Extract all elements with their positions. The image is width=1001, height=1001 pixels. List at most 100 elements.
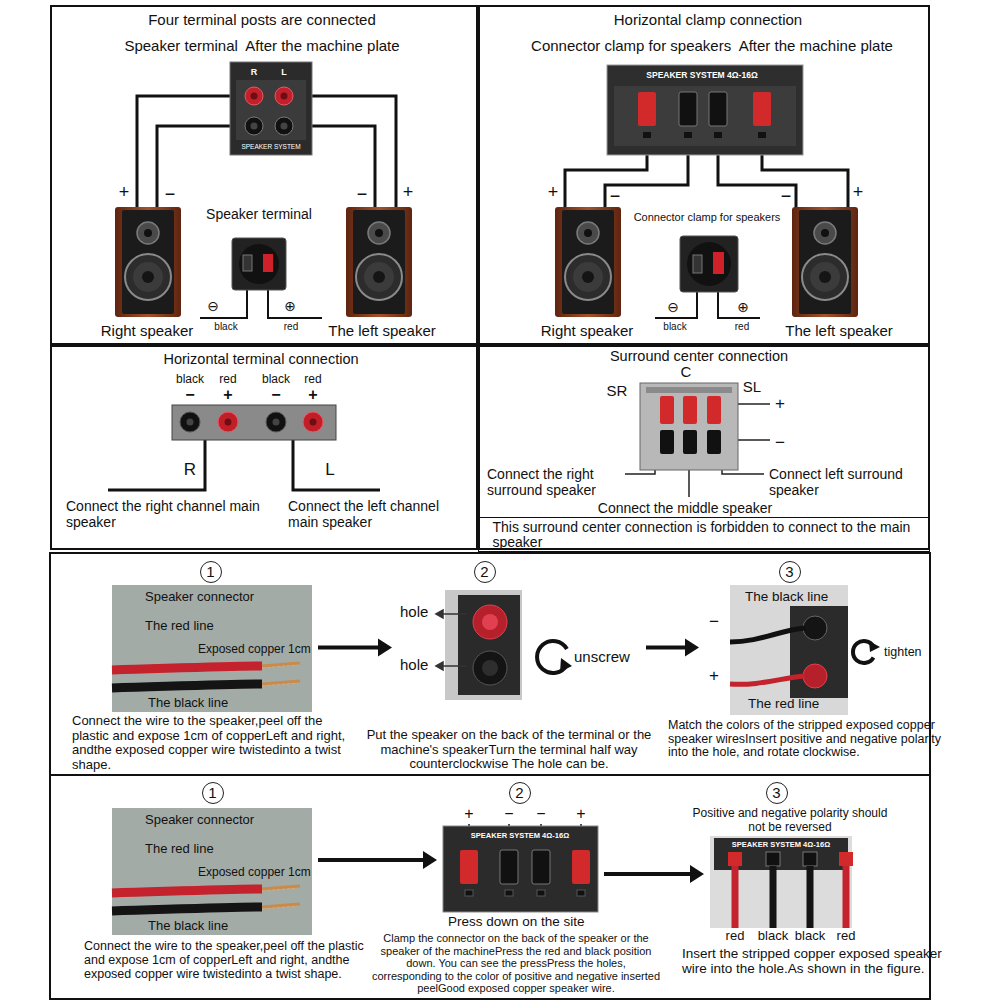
label: red — [219, 373, 236, 387]
wire-photo — [262, 683, 298, 686]
clamp-plate — [460, 850, 478, 884]
four-post-plate — [275, 87, 293, 105]
four-post-plate — [275, 117, 293, 135]
speaker-wire — [137, 96, 245, 208]
terminal-lead — [718, 292, 760, 318]
four-post-plate — [281, 93, 288, 100]
node-text: This surround center connection is forbi… — [493, 520, 918, 550]
clamp-plate — [607, 65, 803, 155]
label: black — [176, 373, 204, 387]
label: L — [325, 460, 334, 480]
rotate-icon — [869, 641, 880, 652]
label: SR — [607, 382, 628, 399]
clamp-terminal — [680, 236, 738, 292]
node-text: + — [576, 805, 585, 823]
flow-arrow — [646, 639, 699, 657]
label: R — [251, 67, 258, 77]
four-post-plate — [251, 123, 258, 130]
clamp-plate — [443, 826, 598, 912]
clamp-plate — [753, 92, 771, 126]
label: SPEAKER SYSTEM — [241, 143, 300, 150]
terminal-lead — [200, 290, 247, 318]
speaker-terminal — [232, 238, 286, 290]
callout-number: 3 — [785, 563, 793, 580]
label: red — [284, 321, 298, 333]
panel-title: Horizontal terminal connection — [163, 351, 358, 368]
speaker-cabinet — [346, 207, 412, 317]
rotate-icon — [560, 658, 572, 672]
surround-plate — [660, 430, 674, 454]
clamp-plate — [500, 850, 518, 884]
clamp-plate — [679, 92, 697, 126]
speaker-cabinet — [115, 207, 181, 317]
node-text: + — [464, 805, 473, 823]
node-text: + — [709, 666, 719, 686]
label: − — [775, 433, 785, 453]
label: red — [837, 929, 856, 944]
label: − — [610, 186, 621, 207]
label: + — [223, 386, 232, 404]
hole-pointer — [441, 665, 466, 667]
label: black — [795, 929, 825, 944]
terminal-lead — [268, 290, 322, 318]
clamp-plate — [577, 890, 585, 896]
label: Clamp the connector on the back of the s… — [372, 932, 660, 995]
wired-clamp-photo — [770, 866, 777, 928]
wired-terminal-photo — [803, 616, 827, 640]
channel-lead — [108, 440, 205, 490]
note-box: This surround center connection is forbi… — [478, 517, 930, 552]
horizontal-terminal-plate — [218, 412, 238, 432]
wired-clamp-photo — [732, 866, 739, 928]
label: Positive and negative polarity should no… — [690, 806, 890, 834]
binding-post-photo — [482, 614, 498, 630]
label: Match the colors of the stripped exposed… — [668, 719, 958, 760]
binding-post-photo — [482, 660, 498, 676]
horizontal-terminal-plate — [172, 405, 336, 440]
speaker-terminal — [243, 255, 252, 271]
four-post-plate — [281, 123, 288, 130]
clamp-terminal — [680, 236, 738, 292]
clamp-plate — [709, 92, 727, 126]
clamp-terminal — [693, 255, 702, 273]
speaker-terminal — [239, 244, 279, 284]
binding-post-photo — [473, 605, 507, 639]
clamp-plate — [758, 132, 766, 138]
four-post-plate — [230, 62, 312, 155]
speaker-cabinet — [555, 207, 621, 317]
horizontal-terminal-plate — [266, 412, 286, 432]
label: + — [775, 394, 785, 414]
surround-plate — [707, 430, 721, 454]
step-figure: Speaker connectorThe red lineExposed cop… — [112, 585, 312, 712]
label: Put the speaker on the back of the termi… — [364, 728, 654, 772]
node-text: SPEAKER SYSTEM 4Ω-16Ω — [471, 832, 569, 841]
binding-post-photo — [473, 651, 507, 685]
label: + — [853, 182, 864, 203]
wired-clamp-photo — [839, 852, 853, 866]
speaker-cabinet — [555, 207, 858, 317]
label: ⊖ — [207, 298, 219, 314]
wired-clamp-photo — [766, 852, 780, 866]
step-figure: holeholeunscrew — [398, 590, 640, 705]
horizontal-terminal-plate — [310, 419, 317, 426]
wired-clamp-photo — [807, 866, 814, 928]
clamp-plate — [643, 132, 651, 138]
label: SPEAKER SYSTEM 4Ω-16Ω — [646, 71, 757, 81]
label: Speaker terminal After the machine plate — [124, 37, 399, 54]
frame-lines — [50, 553, 930, 999]
rotate-icon — [560, 658, 572, 672]
four-post-plate — [251, 93, 258, 100]
flow-arrow — [318, 851, 437, 869]
clamp-plate — [614, 86, 796, 146]
illustration — [112, 808, 312, 935]
node-text: − — [709, 612, 719, 632]
label: Connect the right surround speaker — [487, 466, 615, 498]
label: + — [119, 182, 130, 203]
clamp-plate — [532, 850, 550, 884]
flow-arrow-shaft — [646, 646, 687, 650]
label: ⊖ — [667, 299, 679, 315]
panel-title: Horizontal clamp connection — [614, 11, 802, 28]
callout-number: 3 — [772, 784, 780, 801]
label: Right speaker — [541, 322, 634, 339]
wired-clamp-photo — [710, 836, 853, 928]
step-figure: SPEAKER SYSTEM 4Ω-16Ω — [710, 836, 852, 928]
